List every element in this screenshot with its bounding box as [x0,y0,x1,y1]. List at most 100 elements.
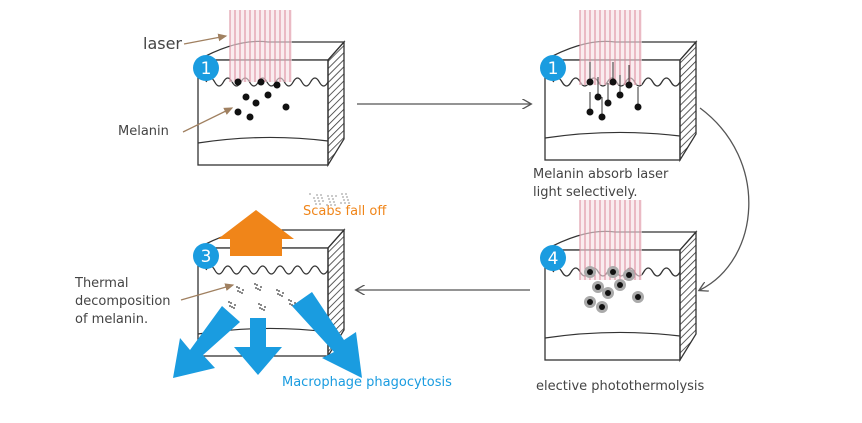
caption-step2-line1: Melanin absorb laser [533,167,669,182]
macrophage-down-arrow [234,318,282,375]
melanin-fragment [264,306,266,308]
scab-particle [333,201,335,203]
scab-particle [314,200,316,202]
scab-particle [320,194,322,196]
step-badge-3: 3 [193,243,219,269]
melanin-fragment [260,286,262,288]
melanin-fragment [263,309,265,311]
melanin-fragment [255,287,257,289]
scab-particle [344,202,346,204]
melanin-particle [234,108,242,116]
melanin-fragment [281,295,283,297]
melanin-particle [617,282,623,288]
scab-up-arrow [218,210,294,256]
scab-particle [326,204,328,206]
thermal-label-2: decomposition [75,294,171,309]
melanin-particle [586,108,594,116]
melanin-fragment [257,288,259,290]
scab-particle [309,193,311,195]
melanin-fragment [254,283,256,285]
dermis-line [544,331,681,339]
scab-particle [327,195,329,197]
melanin-label: Melanin [118,124,169,139]
melanin-fragment [290,300,292,302]
step-badge-2: 1 [540,55,566,81]
melanin-fragment [278,290,280,292]
laser-beam-2 [579,10,642,85]
melanin-particle [626,272,632,278]
scab-particle [345,193,347,195]
melanin-particle [257,78,265,86]
melanin-fragment [229,305,231,307]
laser-label: laser [143,34,182,53]
melanin-fragment [236,286,238,288]
scab-particle [313,197,315,199]
scab-particle [321,197,323,199]
laser-glow [230,10,292,82]
melanin-fragment [242,289,244,291]
melanin-particle [586,78,594,86]
step-badge-1: 1 [193,55,219,81]
thermal-label-1: Thermal [74,276,129,291]
melanin-particle [604,99,612,107]
melanin-particle [246,113,254,121]
melanin-particle [242,93,250,101]
melanin-particle [599,304,605,310]
melanin-fragment [239,291,241,293]
melanin-fragment [261,308,263,310]
step-badge-circle [193,243,219,269]
macrophage-left-arrow [173,306,240,378]
melanin-fragment [258,303,260,305]
melanin-fragment [238,287,240,289]
melanin-particle [634,103,642,111]
melanin-particle [609,78,617,86]
step-badge-4: 4 [540,245,566,271]
scab-particle [328,198,330,200]
melanin-fragment [289,303,291,305]
epidermis-wave [205,265,329,275]
melanin-particle [625,81,633,89]
step-number: 4 [548,249,559,269]
melanin-fragment [277,293,279,295]
melanin-fragment [231,306,233,308]
scab-particle [348,202,350,204]
skin-side-face [679,230,697,363]
melanin-fragment [276,289,278,291]
melanin-particle [587,299,593,305]
melanin-particle [252,99,260,107]
melanin-particle [273,81,281,89]
melanin-particle [234,78,242,86]
step-badge-circle [540,245,566,271]
step-number: 1 [201,59,212,79]
scab-particle [346,196,348,198]
dermis-line [544,131,681,139]
scab-particle [332,198,334,200]
scab-particle [322,200,324,202]
scab-particle [318,200,320,202]
scab-particle [315,203,317,205]
laser-glow [580,10,642,85]
melanin-particle [616,91,624,99]
melanin-fragment [279,294,281,296]
melanin-fragment [237,290,239,292]
melanin-fragment [260,304,262,306]
scab-particle [334,204,336,206]
step-number: 1 [548,59,559,79]
scab-particle [329,201,331,203]
scab-particle [347,199,349,201]
macrophage-label: Macrophage phagocytosis [282,375,452,390]
scabs-label: Scabs fall off [303,204,387,219]
scab-particle [317,197,319,199]
melanin-particle [282,103,290,111]
melanin-particle [610,269,616,275]
melanin-particle [587,269,593,275]
melanin-fragment [282,292,284,294]
melanin-fragment [259,307,261,309]
melanin-fragment [228,301,230,303]
skin-side-face [327,40,345,168]
melanin-fragment [230,302,232,304]
melanin-pointer [182,107,234,133]
macrophage-right-arrow [292,292,362,378]
melanin-fragment [256,284,258,286]
